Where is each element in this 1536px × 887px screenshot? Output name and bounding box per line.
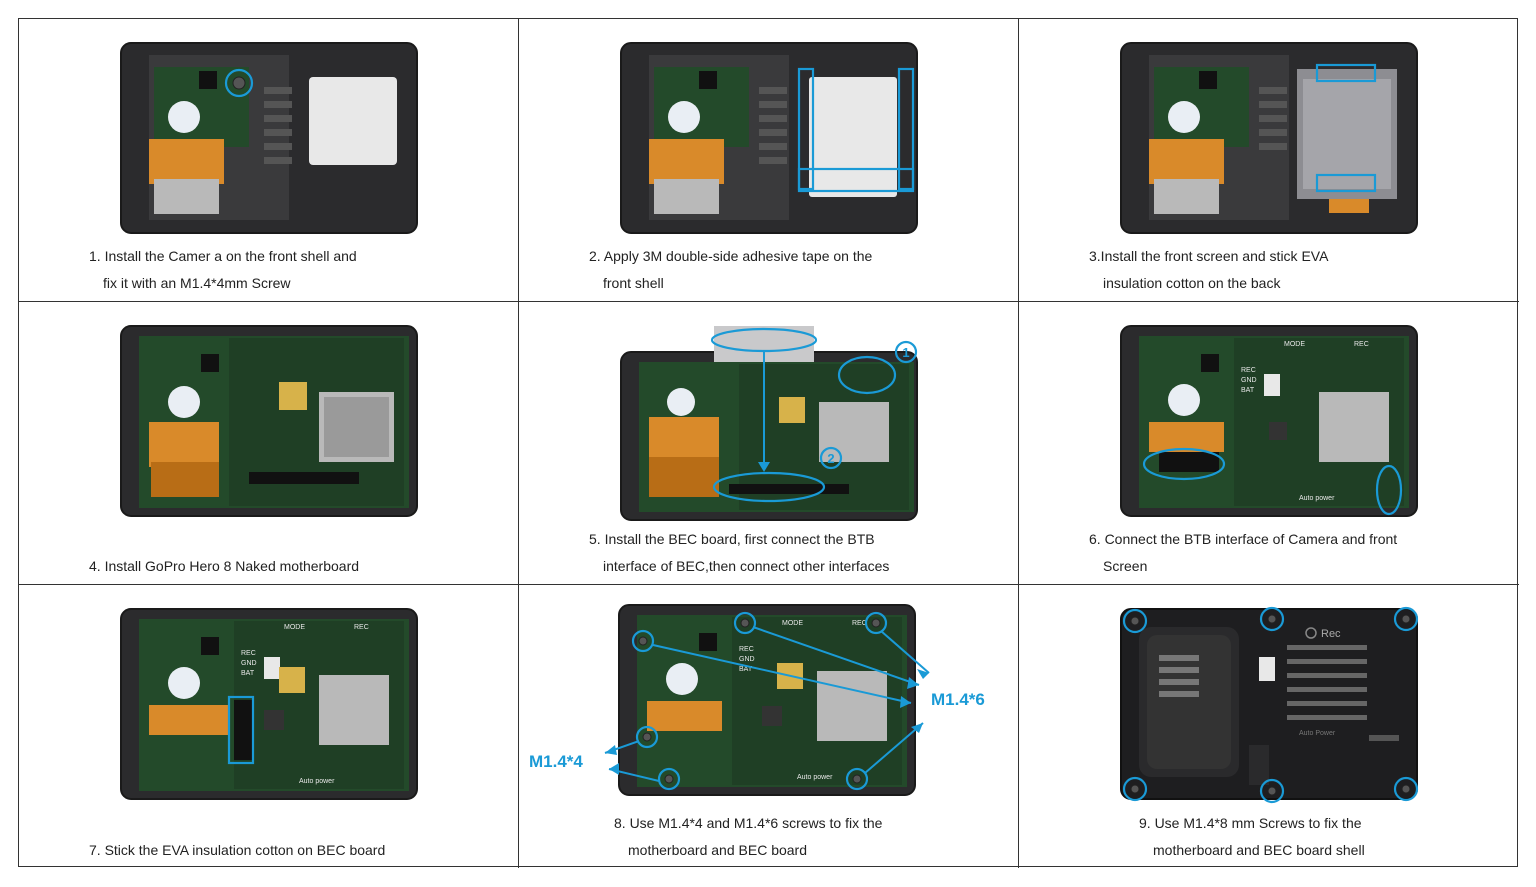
screw-highlight-icon (733, 611, 757, 635)
caption-line-1: 5. Install the BEC board, first connect … (589, 531, 875, 547)
eva-pad (233, 700, 252, 760)
caption-line-1: 2. Apply 3M double-side adhesive tape on… (589, 248, 873, 264)
rec-pin-label: REC (241, 650, 256, 657)
screw-highlight-icon (845, 767, 869, 791)
mode-label: MODE (1284, 341, 1305, 348)
step-5-photo: 1 2 (619, 326, 918, 521)
auto-power-label: Auto power (1299, 495, 1335, 502)
step-8-cell: MODE REC REC GND BAT Auto power (519, 585, 1019, 868)
caption-line-1: 1. Install the Camer a on the front shel… (89, 248, 357, 264)
step-7-cell: MODE REC REC GND BAT Auto power 7. Stick… (19, 585, 519, 868)
tape-highlight-bottom (797, 167, 914, 193)
assembly-steps-grid: 1. Install the Camer a on the front shel… (18, 18, 1519, 868)
eva-highlight-bottom (1315, 173, 1377, 193)
m14x6-label: M1.4*6 (931, 690, 985, 709)
step-3-caption: 3.Install the front screen and stick EVA… (1089, 243, 1499, 297)
step-7-photo: MODE REC REC GND BAT Auto power (119, 608, 418, 800)
bat-pin-label: BAT (241, 670, 255, 677)
step-2-caption: 2. Apply 3M double-side adhesive tape on… (589, 243, 998, 297)
screw-highlight-icon (864, 611, 888, 635)
step-4-caption: 4. Install GoPro Hero 8 Naked motherboar… (89, 553, 498, 580)
rec-label: REC (852, 620, 867, 627)
caption-line-2: interface of BEC,then connect other inte… (603, 558, 890, 574)
step-9-caption: 9. Use M1.4*8 mm Screws to fix the mothe… (1139, 810, 1499, 864)
arrow-icon (652, 626, 930, 774)
step-9-photo: Rec Auto Power (1120, 606, 1419, 804)
screw-icon (232, 76, 245, 90)
step-6-caption: 6. Connect the BTB interface of Camera a… (1089, 526, 1499, 580)
step-9-cell: Rec Auto Power 9. Use M1.4*8 mm Screws t… (1019, 585, 1519, 868)
screw-icon (1122, 606, 1419, 804)
step-1-photo (119, 42, 418, 234)
caption-line-1: 6. Connect the BTB interface of Camera a… (1089, 531, 1398, 547)
bat-pin-label: BAT (739, 666, 753, 673)
gnd-pin-label: GND (241, 660, 257, 667)
btb-highlight-1 (710, 327, 817, 353)
caption-line-1: 7. Stick the EVA insulation cotton on BE… (89, 842, 386, 858)
caption-line-2: motherboard and BEC board (628, 842, 807, 858)
tape-highlight-right (897, 67, 914, 191)
step-6-cell: MODE REC REC GND BAT Auto power 6. Conne… (1019, 302, 1519, 585)
caption-line-2: insulation cotton on the back (1103, 275, 1281, 291)
badge-1-label: 1 (902, 345, 909, 360)
gnd-pin-label: GND (739, 656, 755, 663)
caption-line-1: 8. Use M1.4*4 and M1.4*6 screws to fix t… (614, 815, 883, 831)
caption-line-1: 4. Install GoPro Hero 8 Naked motherboar… (89, 558, 360, 574)
step-6-photo: MODE REC REC GND BAT Auto power (1120, 325, 1418, 517)
btb-highlight-top-right (837, 355, 896, 395)
tape-highlight-left (797, 67, 814, 191)
step-8-photo: MODE REC REC GND BAT Auto power (529, 604, 985, 796)
auto-power-label: Auto power (299, 778, 335, 785)
step-5-cell: 1 2 5. Install the BEC board, first conn… (519, 302, 1019, 585)
caption-line-2: motherboard and BEC board shell (1153, 842, 1365, 858)
vent-slots (263, 87, 292, 164)
m14x4-label: M1.4*4 (529, 752, 583, 771)
step-2-photo (619, 42, 918, 234)
step-3-cell: 3.Install the front screen and stick EVA… (1019, 19, 1519, 302)
btb-highlight-2 (712, 471, 825, 503)
step-4-photo (119, 325, 418, 517)
step-1-caption: 1. Install the Camer a on the front shel… (89, 243, 498, 297)
shell-rec-label: Rec (1321, 628, 1341, 640)
shell-auto-power-label: Auto Power (1299, 730, 1336, 737)
badge-1-icon (894, 340, 917, 364)
auto-power-label: Auto power (797, 774, 833, 781)
caption-line-2: front shell (603, 275, 664, 291)
step-7-caption: 7. Stick the EVA insulation cotton on BE… (89, 837, 498, 864)
screw-highlight-icon (631, 629, 655, 653)
mode-label: MODE (284, 624, 305, 631)
step-1-cell: 1. Install the Camer a on the front shel… (19, 19, 519, 302)
step-5-caption: 5. Install the BEC board, first connect … (589, 526, 998, 580)
step-3-photo (1120, 42, 1418, 234)
caption-line-1: 9. Use M1.4*8 mm Screws to fix the (1139, 815, 1362, 831)
mode-label: MODE (782, 620, 803, 627)
highlight-circle-icon (224, 68, 253, 98)
step-4-cell: 4. Install GoPro Hero 8 Naked motherboar… (19, 302, 519, 585)
caption-line-1: 3.Install the front screen and stick EVA (1089, 248, 1329, 264)
rec-label: REC (354, 624, 369, 631)
badge-2-icon (819, 446, 842, 470)
badge-2-label: 2 (827, 451, 834, 466)
caption-line-2: Screen (1103, 558, 1148, 574)
rec-pin-label: REC (1241, 367, 1256, 374)
eva-highlight-top (1315, 63, 1377, 83)
bat-pin-label: BAT (1241, 387, 1255, 394)
btb-screen-highlight (1375, 464, 1403, 516)
step-8-caption: 8. Use M1.4*4 and M1.4*6 screws to fix t… (614, 810, 998, 864)
screw-highlight-icon (635, 725, 659, 749)
screw-highlight-icon (657, 767, 681, 791)
arrow-icon (604, 740, 660, 782)
step-2-cell: 2. Apply 3M double-side adhesive tape on… (519, 19, 1019, 302)
btb-camera-highlight (1142, 447, 1226, 481)
rec-label: REC (1354, 341, 1369, 348)
eva-highlight (227, 695, 254, 765)
rec-pin-label: REC (739, 646, 754, 653)
caption-line-2: fix it with an M1.4*4mm Screw (103, 275, 291, 291)
gnd-pin-label: GND (1241, 377, 1257, 384)
